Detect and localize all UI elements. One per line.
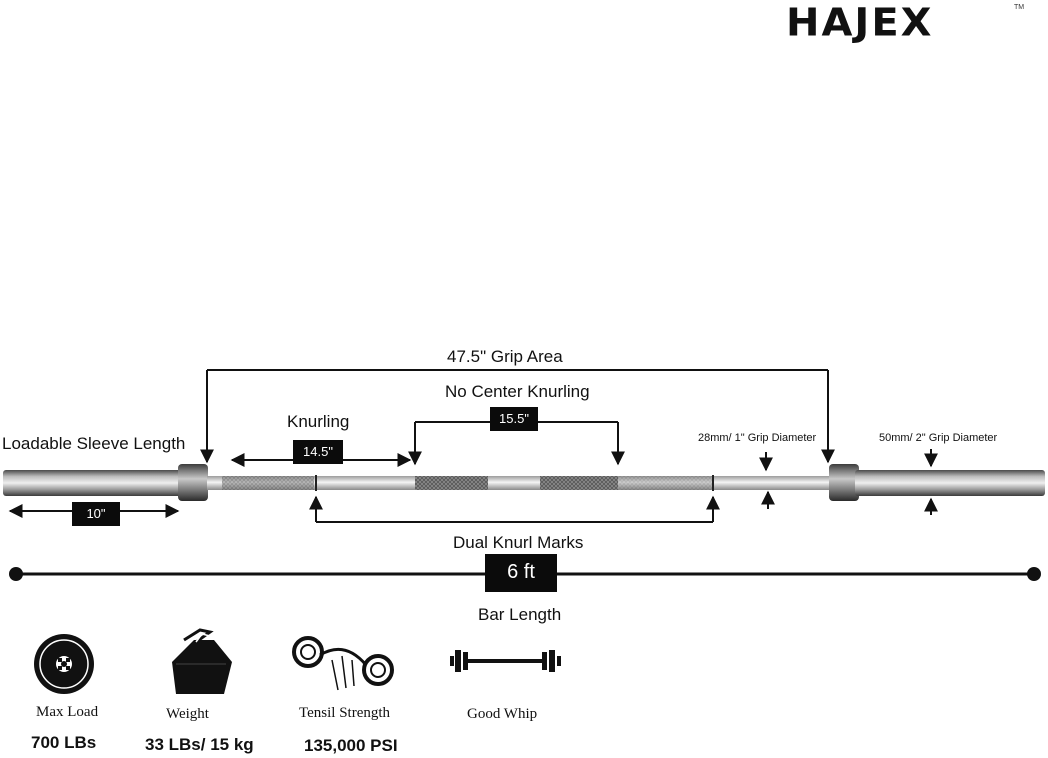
- dual-knurl-label: Dual Knurl Marks: [453, 533, 584, 552]
- dual-knurl-mark-right: [712, 475, 714, 491]
- feature-label-weight: Weight: [166, 706, 209, 722]
- knurl-right-inner: [540, 476, 618, 490]
- sleeve-label: Loadable Sleeve Length: [2, 434, 186, 453]
- center-length-tag: 15.5": [490, 407, 538, 431]
- knurl-left-inner: [415, 476, 488, 490]
- grip-area-bracket: [200, 369, 835, 464]
- weight-icon: [172, 628, 232, 694]
- good-whip-icon: [450, 650, 561, 672]
- knurling-label: Knurling: [287, 412, 350, 431]
- sleeve-diameter-label: 50mm/ 2" Grip Diameter: [879, 432, 998, 444]
- grip-area-label: 47.5" Grip Area: [447, 347, 563, 366]
- dual-knurl-mark-left: [315, 475, 317, 491]
- knurl-right-outer: [618, 476, 714, 490]
- feature-value-max-load: 700 LBs: [31, 733, 97, 752]
- bar-length-value: 6 ft: [485, 554, 557, 592]
- knurling-length-tag: 14.5": [293, 440, 343, 464]
- feature-label-tensil-strength: Tensil Strength: [299, 705, 391, 721]
- grip-diameter-label: 28mm/ 1" Grip Diameter: [698, 432, 817, 444]
- feature-label-good-whip: Good Whip: [467, 706, 538, 722]
- left-collar: [178, 464, 208, 501]
- feature-label-max-load: Max Load: [36, 704, 99, 720]
- trademark-mark: TM: [1014, 4, 1025, 11]
- feature-value-weight: 33 LBs/ 15 kg: [145, 735, 254, 754]
- tensil-strength-icon: [292, 636, 394, 691]
- brand-logo: HAJEX: [786, 1, 934, 45]
- right-collar: [829, 464, 859, 501]
- feature-value-tensil-strength: 135,000 PSI: [304, 736, 398, 755]
- sleeve-length-tag: 10": [72, 502, 120, 526]
- knurl-left-outer: [222, 476, 314, 490]
- no-center-knurling-label: No Center Knurling: [445, 382, 590, 401]
- barbell: [3, 464, 1045, 501]
- max-load-icon: [34, 634, 94, 694]
- dual-knurl-bracket: [309, 495, 720, 523]
- right-sleeve: [855, 470, 1045, 496]
- left-sleeve: [3, 470, 181, 496]
- bar-length-label: Bar Length: [478, 605, 562, 624]
